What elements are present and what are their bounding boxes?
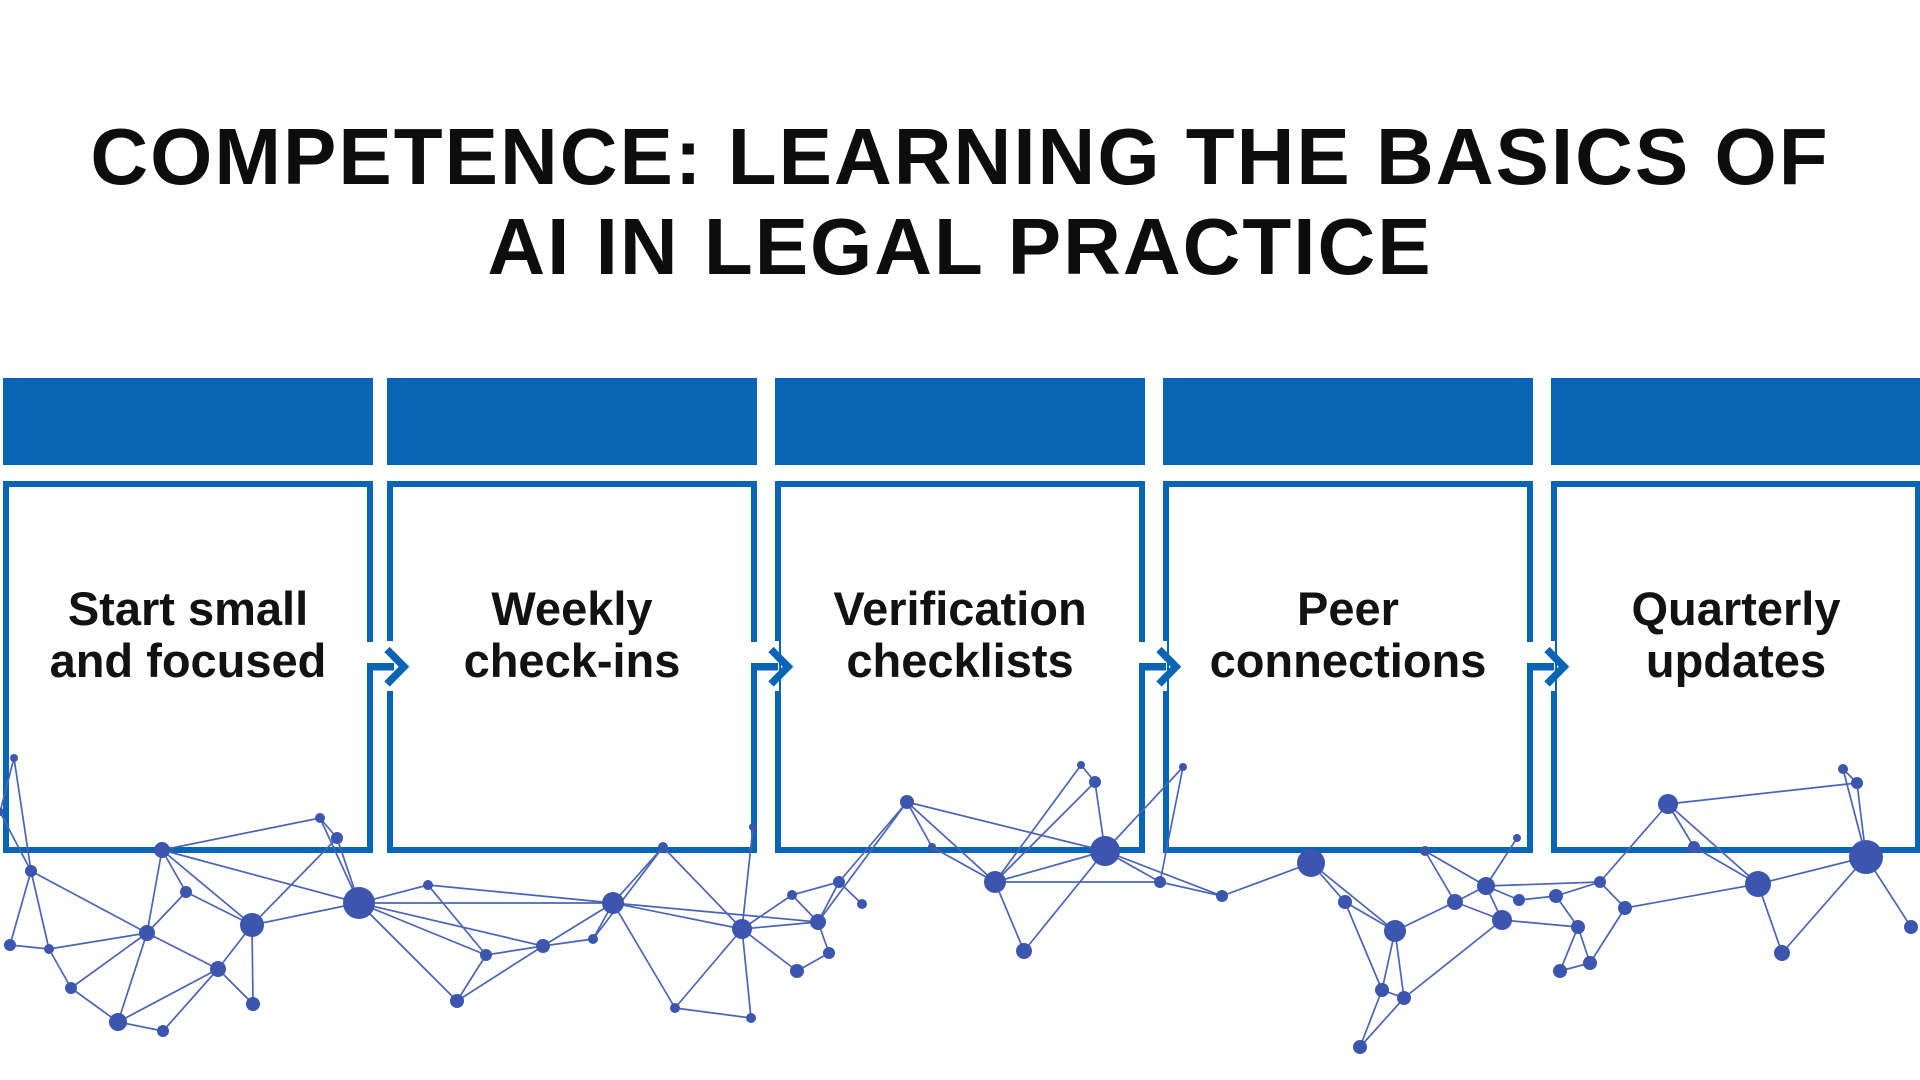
step-4-label-line-2: connections	[1209, 634, 1487, 687]
step-2-box: Weekly check-ins	[387, 481, 757, 853]
step-5-box: Quarterly updates	[1551, 481, 1920, 853]
page-title-line-1: COMPETENCE: LEARNING THE BASICS OF	[90, 112, 1830, 201]
step-4-label: Peer connections	[1169, 583, 1527, 751]
step-3-label: Verification checklists	[781, 583, 1139, 751]
step-2-label-line-2: check-ins	[463, 634, 681, 687]
page-title: COMPETENCE: LEARNING THE BASICS OF AI IN…	[0, 112, 1920, 292]
step-5-header-bar	[1551, 378, 1920, 465]
step-3-header-bar	[775, 378, 1145, 465]
step-1-header-bar	[3, 378, 373, 465]
step-column-1: Start small and focused	[3, 378, 373, 856]
step-column-5: Quarterly updates	[1551, 378, 1920, 856]
step-3-box: Verification checklists	[775, 481, 1145, 853]
step-2-label-line-1: Weekly	[491, 582, 653, 635]
step-1-label-line-1: Start small	[67, 582, 309, 635]
step-2-header-bar	[387, 378, 757, 465]
step-4-header-bar	[1163, 378, 1533, 465]
step-2-label: Weekly check-ins	[393, 583, 751, 751]
step-5-label-line-1: Quarterly	[1631, 582, 1841, 635]
step-column-4: Peer connections	[1163, 378, 1533, 856]
step-1-label-line-2: and focused	[49, 634, 327, 687]
step-1-label: Start small and focused	[9, 583, 367, 751]
step-3-label-line-1: Verification	[833, 582, 1087, 635]
step-1-box: Start small and focused	[3, 481, 373, 853]
step-column-2: Weekly check-ins	[387, 378, 757, 856]
step-3-label-line-2: checklists	[846, 634, 1074, 687]
page-title-line-2: AI IN LEGAL PRACTICE	[487, 202, 1433, 291]
step-5-label: Quarterly updates	[1557, 583, 1915, 751]
step-column-3: Verification checklists	[775, 378, 1145, 856]
step-4-label-line-1: Peer	[1297, 582, 1399, 635]
step-5-label-line-2: updates	[1645, 634, 1827, 687]
step-4-box: Peer connections	[1163, 481, 1533, 853]
